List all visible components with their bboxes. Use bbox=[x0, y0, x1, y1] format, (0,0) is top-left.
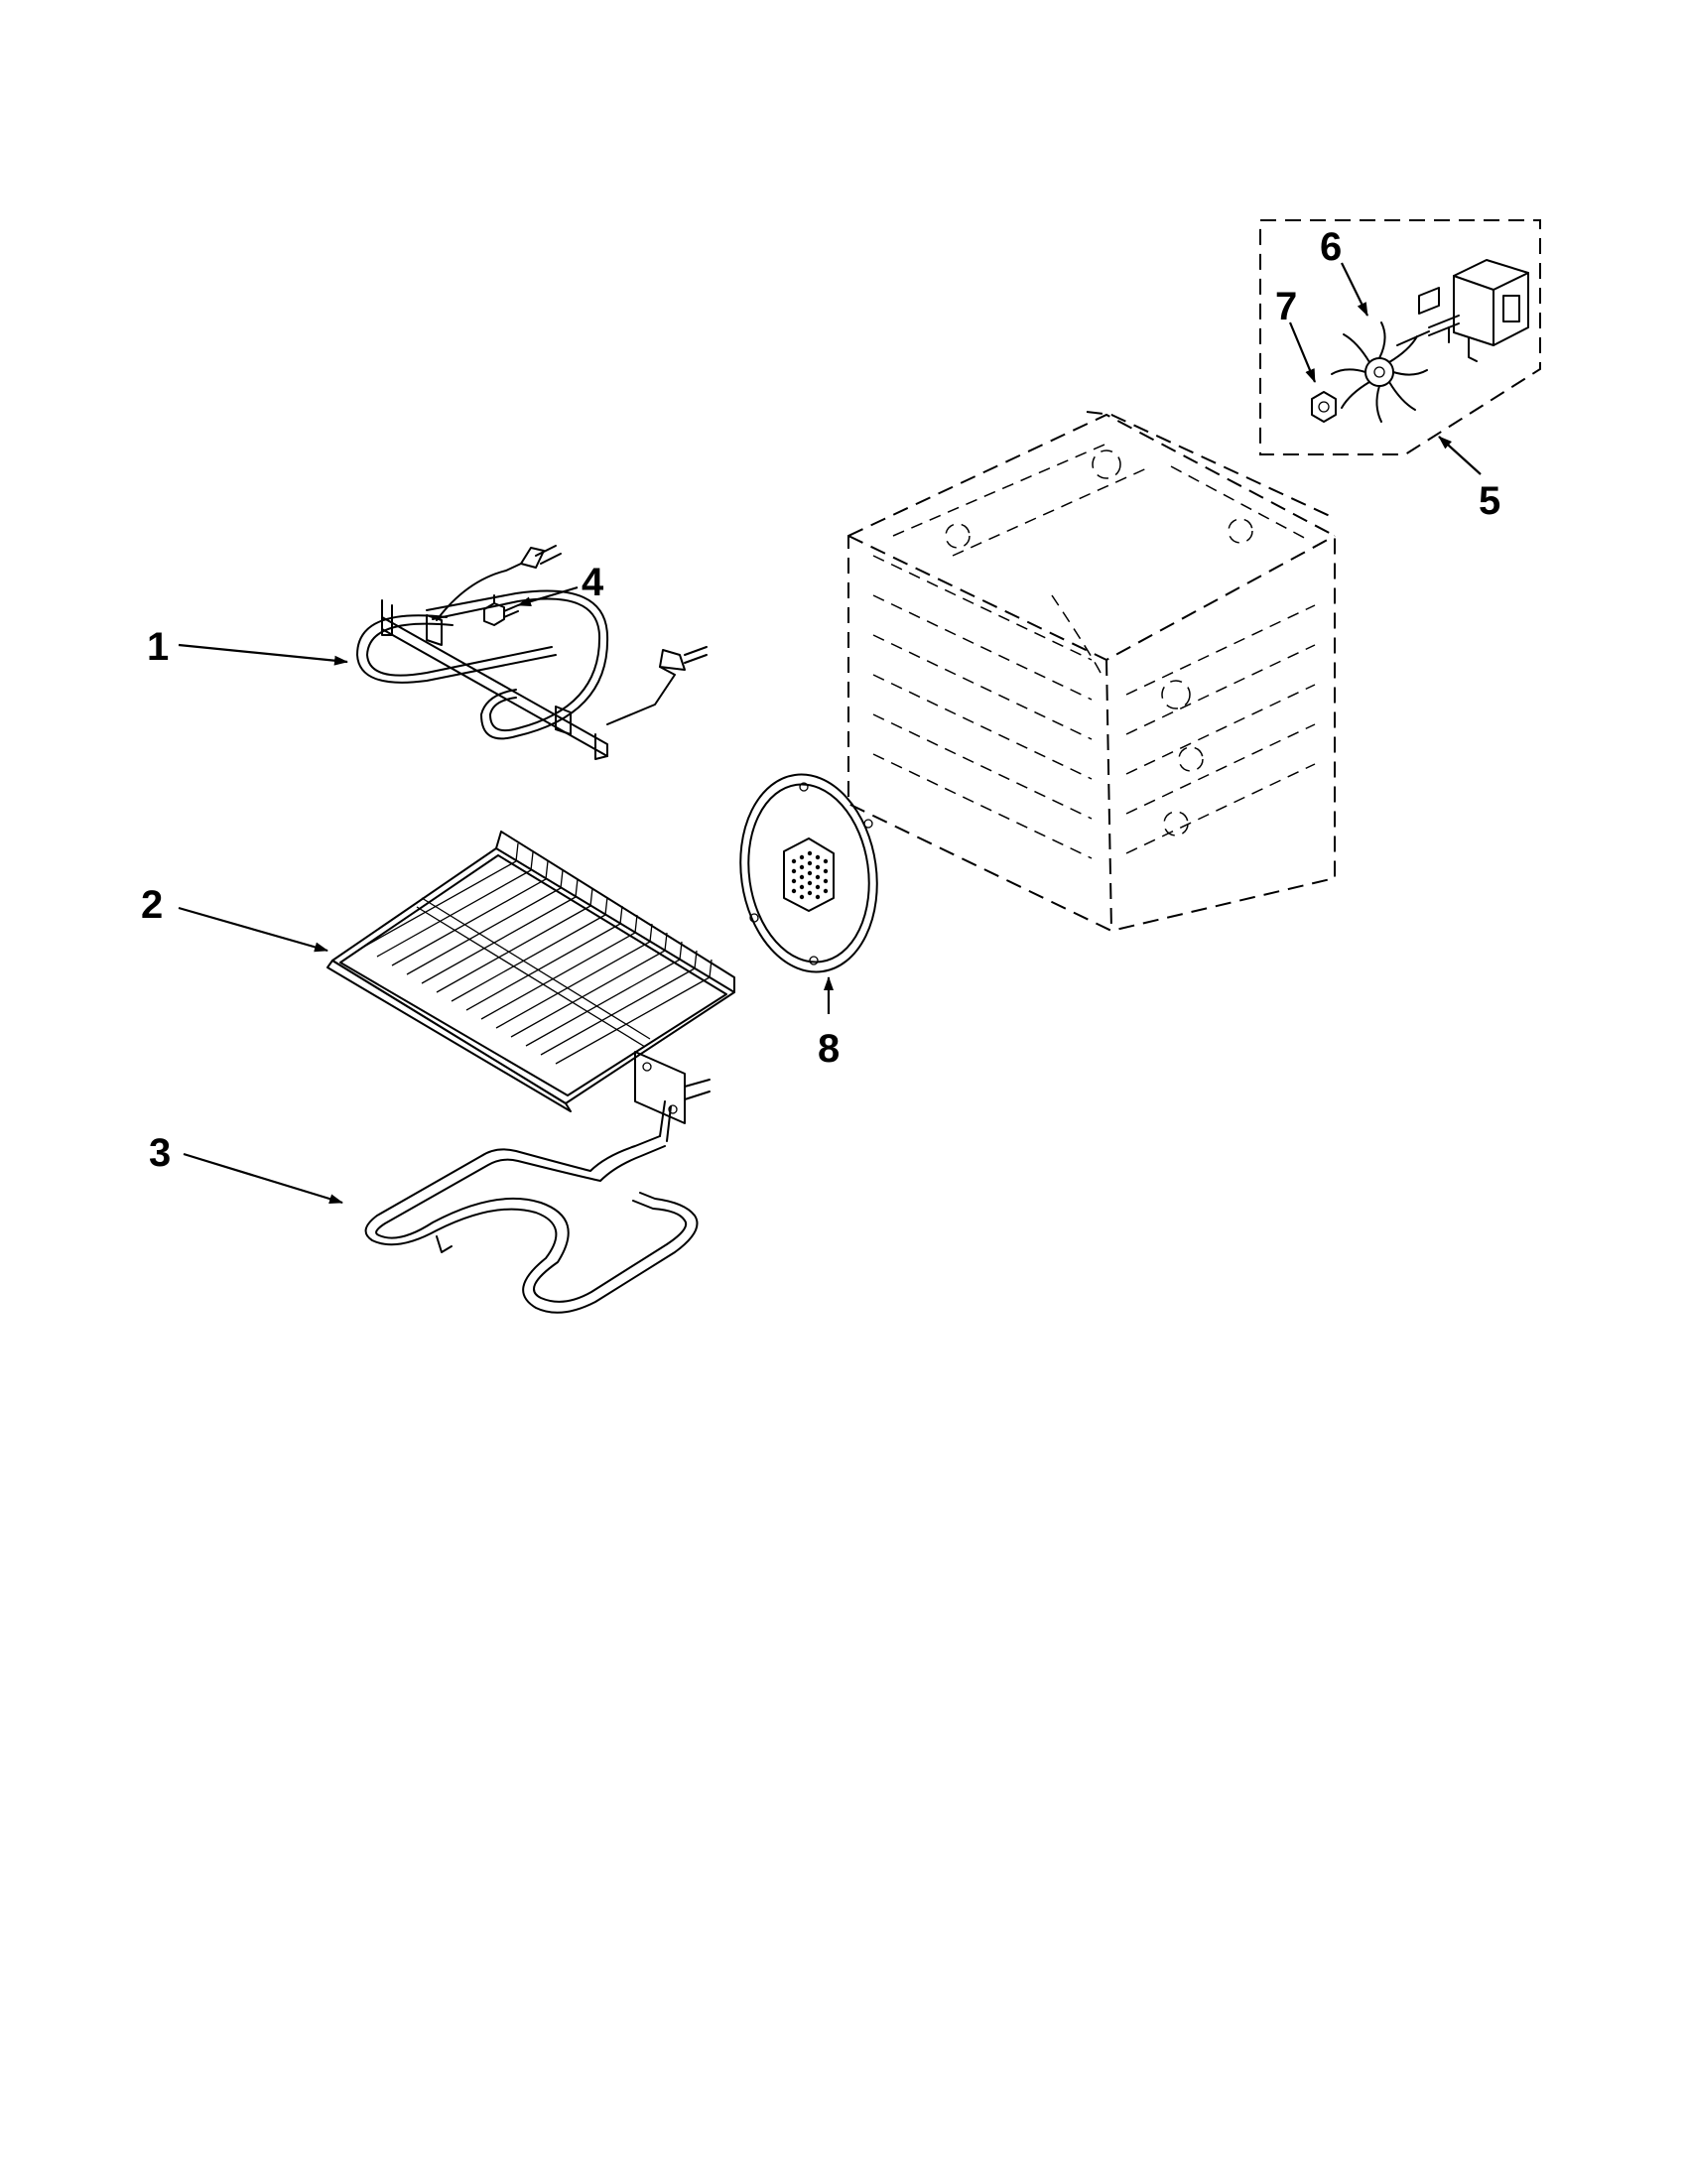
leader-3 bbox=[183, 1152, 343, 1205]
callout-2: 2 bbox=[141, 883, 163, 927]
callout-7: 7 bbox=[1275, 285, 1297, 328]
oven-rack-part bbox=[326, 831, 735, 1112]
callout-8: 8 bbox=[818, 1027, 840, 1071]
fan-blade-part bbox=[1331, 321, 1428, 423]
callout-6: 6 bbox=[1320, 225, 1342, 269]
leader-1 bbox=[178, 643, 348, 666]
bake-element-part bbox=[364, 1051, 711, 1314]
callout-3: 3 bbox=[149, 1131, 171, 1175]
leader-6 bbox=[1341, 262, 1368, 317]
callout-labels: 1 2 3 4 5 6 7 8 bbox=[141, 225, 1500, 1175]
leader-7 bbox=[1288, 321, 1317, 383]
fan-motor-assembly-box bbox=[1259, 219, 1541, 455]
oven-sensor-part bbox=[483, 594, 519, 626]
callout-5: 5 bbox=[1479, 479, 1500, 523]
callout-4: 4 bbox=[582, 561, 604, 604]
nut-part bbox=[1311, 391, 1337, 423]
leader-2 bbox=[178, 906, 328, 953]
broil-element-part bbox=[356, 545, 708, 760]
leader-4 bbox=[517, 585, 579, 607]
fan-cover-part bbox=[739, 773, 878, 973]
fan-motor-part bbox=[1396, 259, 1529, 362]
leader-5 bbox=[1438, 436, 1482, 475]
leader-lines bbox=[178, 262, 1482, 1205]
callout-1: 1 bbox=[147, 625, 169, 669]
oven-cavity-outline bbox=[847, 411, 1336, 933]
